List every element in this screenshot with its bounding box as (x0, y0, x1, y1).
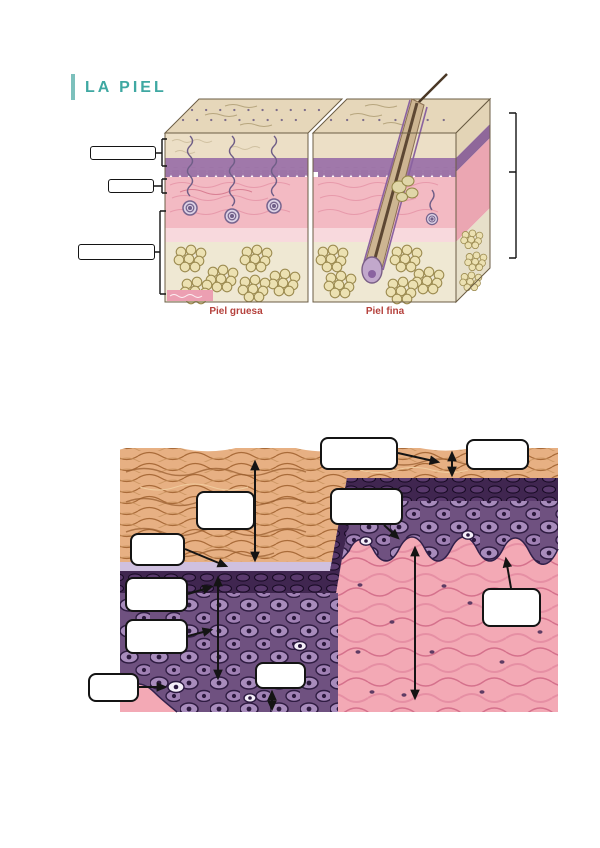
fig2-answer-box-5[interactable] (130, 533, 185, 566)
fig1-answer-box-2[interactable] (108, 179, 154, 193)
skin-surface-top-faces (163, 98, 492, 134)
sebaceous-gland (391, 175, 419, 202)
fig2-answer-box-1[interactable] (320, 437, 398, 470)
fig2-answer-box-2[interactable] (466, 439, 529, 470)
illustration-watermark (167, 290, 213, 301)
pointer-arrows (139, 452, 513, 692)
title-accent-bar (71, 74, 75, 100)
fig2-answer-box-3[interactable] (196, 491, 255, 530)
fig2-answer-box-9[interactable] (88, 673, 139, 702)
caption-thick-skin: Piel gruesa (209, 306, 263, 317)
fig1-answer-box-3[interactable] (78, 244, 155, 260)
figure2-histology (118, 436, 560, 713)
label-brackets (154, 138, 167, 295)
block-outlines (164, 97, 491, 304)
fig1-answer-box-1[interactable] (90, 146, 156, 160)
depth-bracket (509, 112, 517, 259)
page-title: LA PIEL (85, 79, 167, 96)
fig2-answer-box-7[interactable] (125, 619, 188, 654)
sweat-glands (182, 135, 439, 226)
caption-thin-skin: Piel fina (365, 306, 405, 317)
fig2-answer-box-8[interactable] (255, 662, 306, 689)
figure1-skin-3d (154, 73, 517, 305)
basal-cells (167, 530, 475, 703)
fig2-answer-box-10[interactable] (482, 588, 541, 627)
fig2-answer-box-4[interactable] (330, 488, 403, 525)
thickness-arrows (213, 450, 457, 712)
fig2-answer-box-6[interactable] (125, 577, 188, 612)
stratum-granulosum-band (120, 478, 558, 593)
thin-skin-side-face (456, 99, 490, 302)
